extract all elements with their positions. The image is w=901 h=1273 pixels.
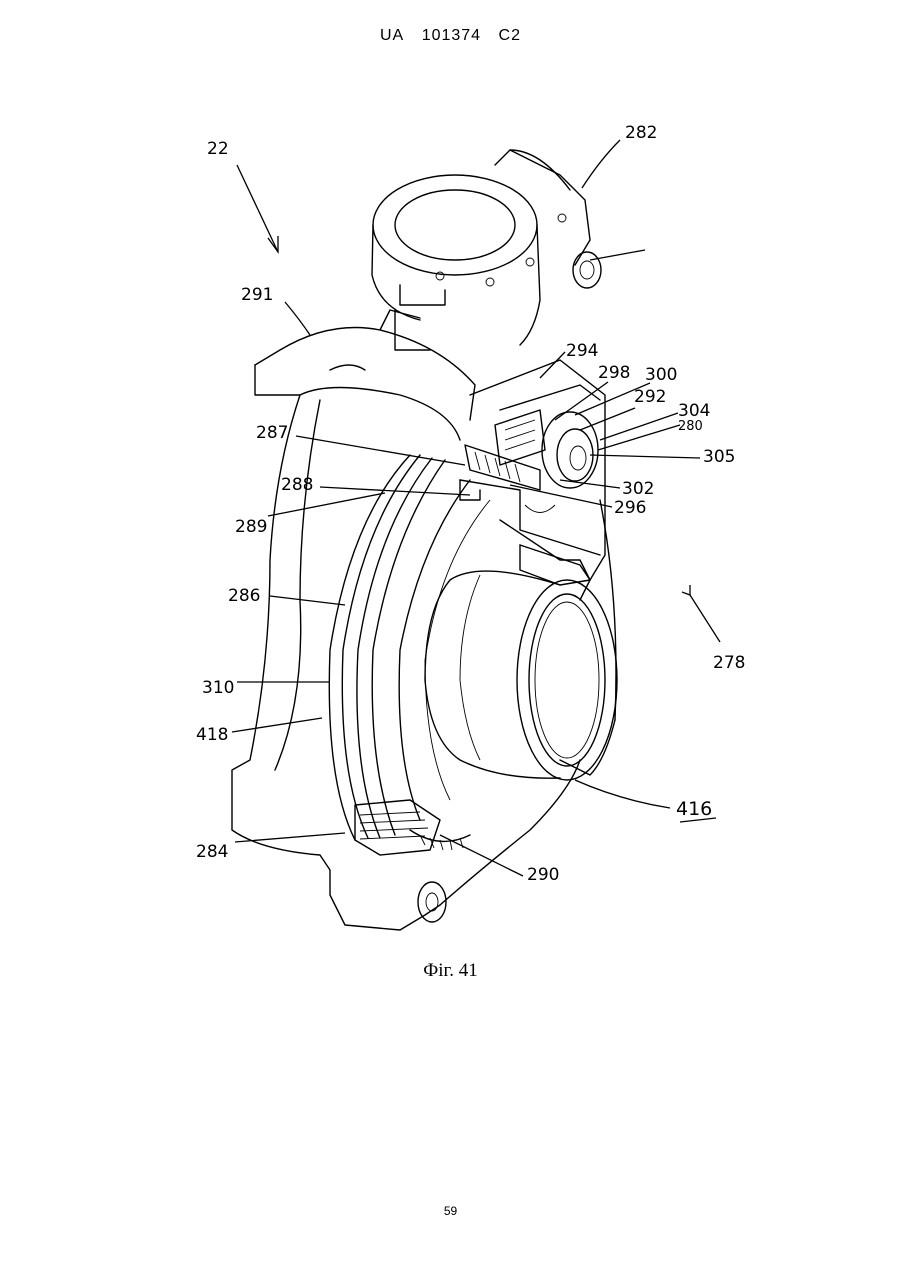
lower-gear-sector (355, 800, 470, 855)
label-288: 288 (281, 475, 313, 495)
page-number: 59 (0, 1204, 901, 1218)
label-310: 310 (202, 678, 234, 698)
label-304: 304 (678, 401, 710, 421)
ring-rings (329, 455, 490, 840)
label-302: 302 (622, 479, 654, 499)
label-278: 278 (713, 653, 745, 673)
label-282: 282 (625, 123, 657, 143)
label-416: 416 (676, 798, 712, 820)
label-291: 291 (241, 285, 273, 305)
left-arm (255, 310, 475, 440)
label-305: 305 (703, 447, 735, 467)
label-287: 287 (256, 423, 288, 443)
label-290: 290 (527, 865, 559, 885)
top-socket (372, 150, 601, 350)
label-280: 280 (678, 419, 703, 434)
label-300: 300 (645, 365, 677, 385)
label-284: 284 (196, 842, 228, 862)
label-298: 298 (598, 363, 630, 383)
figure-caption: Фіг. 41 (0, 960, 901, 982)
label-418: 418 (196, 725, 228, 745)
label-286: 286 (228, 586, 260, 606)
label-296: 296 (614, 498, 646, 518)
label-289: 289 (235, 517, 267, 537)
label-292: 292 (634, 387, 666, 407)
bearing-cylinder (425, 500, 617, 780)
leader-lines (232, 140, 720, 876)
label-22: 22 (207, 139, 229, 159)
label-294: 294 (566, 341, 598, 361)
gearbox-housing (460, 360, 605, 585)
